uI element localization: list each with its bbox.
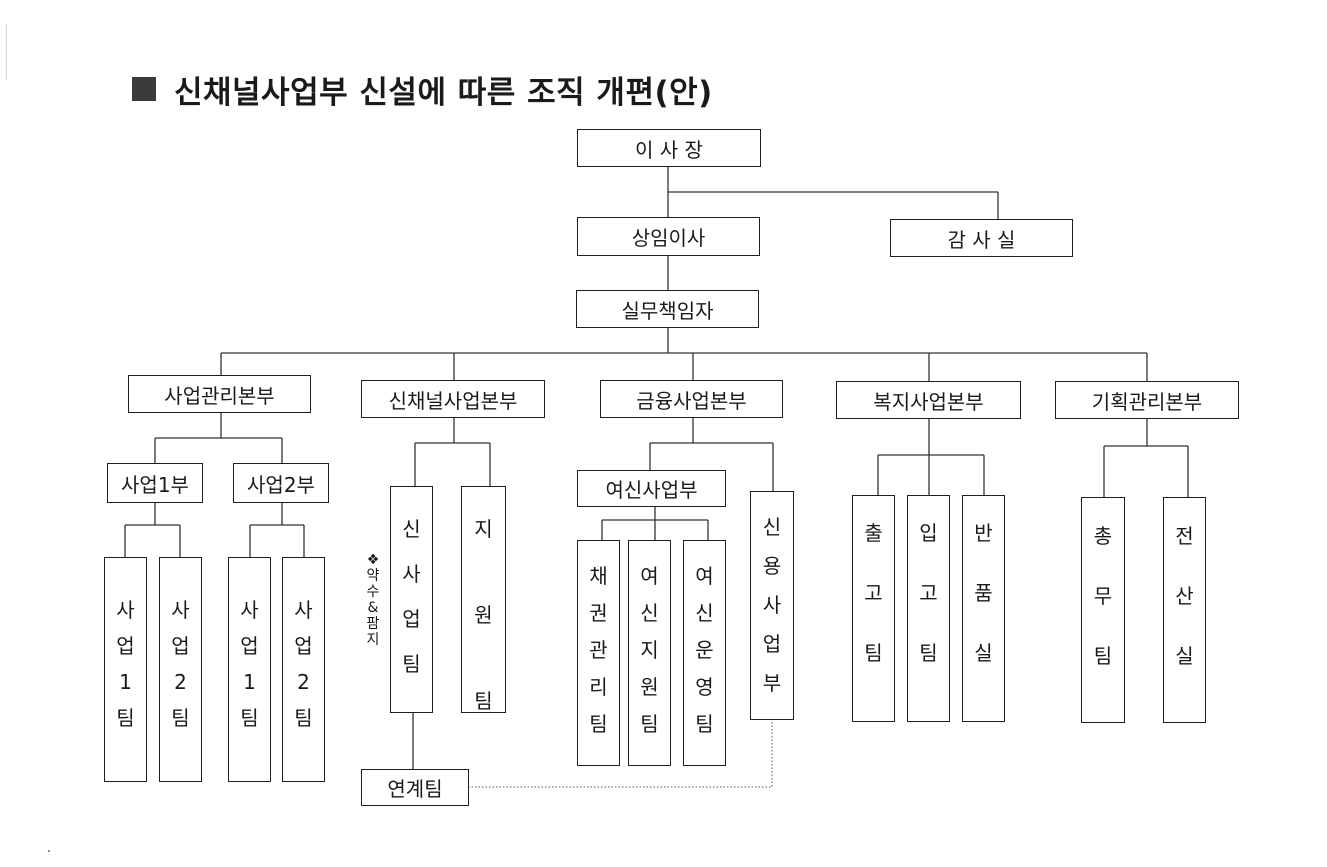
liaison-team-box: 연계팀 [361,769,469,806]
business-dept-2-box: 사업2부 [233,463,329,503]
business-dept-1-box: 사업1부 [107,463,203,503]
welfare-hq-box: 복지사업본부 [836,381,1021,419]
scan-edge-mark [6,24,7,80]
standing-director-box: 상임이사 [577,217,760,256]
scan-dot-mark [48,850,50,852]
square-bullet-icon [132,77,156,101]
audit-office-box: 감 사 실 [890,219,1073,257]
business-lending-dept-box: 여신사업부 [577,470,726,507]
chairman-box: 이 사 장 [577,129,761,167]
page-title: 신채널사업부 신설에 따른 조직 개편(안) [132,66,713,112]
business-mgmt-hq-box: 사업관리본부 [128,375,311,413]
page-title-text: 신채널사업부 신설에 따른 조직 개편(안) [174,74,713,111]
new-channel-hq-box: 신채널사업본부 [361,380,545,418]
planning-hq-box: 기획관리본부 [1055,381,1239,419]
executive-officer-box: 실무책임자 [576,290,759,328]
finance-hq-box: 금융사업본부 [600,380,783,418]
